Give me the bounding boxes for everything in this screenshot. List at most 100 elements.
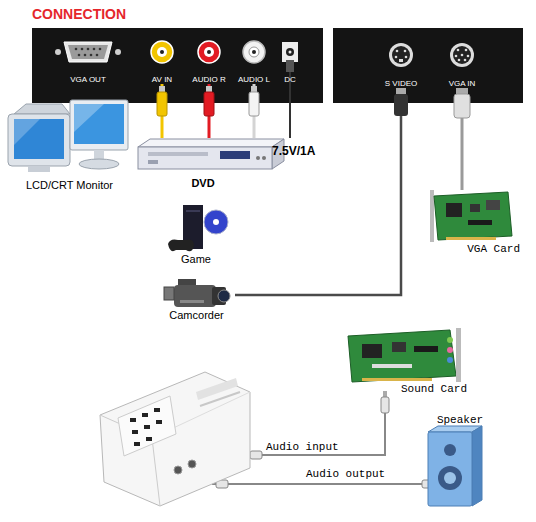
dc-power-cable xyxy=(286,60,294,138)
vga-plug xyxy=(456,88,468,94)
vga-converter-box xyxy=(174,466,182,474)
rca-plug xyxy=(157,92,167,116)
vga-port xyxy=(55,42,121,62)
audio-input-cable xyxy=(381,397,389,413)
audio-input-cable xyxy=(383,391,387,397)
node-label: VGA IN xyxy=(432,79,492,88)
dc-jack xyxy=(282,42,298,62)
port-label-box: VGA OUT xyxy=(58,38,118,84)
node-label: LCD/CRT Monitor xyxy=(2,179,137,192)
dvd-player xyxy=(220,151,250,159)
vga-in-port xyxy=(458,59,461,62)
sound-card xyxy=(392,342,406,352)
speaker xyxy=(428,432,472,506)
device-box: Game xyxy=(160,200,232,266)
cable-connector xyxy=(235,88,401,295)
sound-card xyxy=(372,364,412,368)
rca-jack xyxy=(204,47,214,57)
sound-card xyxy=(447,357,453,363)
vga-card xyxy=(446,237,496,240)
node-label: DVD xyxy=(130,177,276,190)
sound-card xyxy=(362,378,432,381)
speaker xyxy=(444,472,456,484)
lcd-monitor xyxy=(74,104,104,132)
rca-plug xyxy=(206,86,212,92)
rca-jack xyxy=(252,50,256,54)
vga-port xyxy=(81,48,84,51)
node-label: AUDIO R xyxy=(186,75,232,84)
sound-card xyxy=(362,344,382,358)
vga-converter-box xyxy=(118,396,176,456)
dc-jack xyxy=(289,51,292,54)
device-box: Camcorder xyxy=(158,276,235,322)
sound-card xyxy=(414,346,438,352)
node-label: Speaker xyxy=(420,414,500,427)
crt-monitor xyxy=(8,114,70,166)
dvd-player xyxy=(262,156,266,160)
vga-port xyxy=(64,42,112,62)
sound-card xyxy=(348,328,461,382)
crt-monitor xyxy=(28,166,50,172)
vga-card xyxy=(430,190,434,242)
dvd-player xyxy=(148,160,158,164)
dvd-player xyxy=(256,156,260,160)
game-console xyxy=(168,240,194,252)
audio-input-cable xyxy=(250,413,385,455)
vga-plug xyxy=(454,88,470,118)
node-label: Game xyxy=(160,253,232,266)
vga-converter-box xyxy=(146,437,152,441)
vga-converter-box xyxy=(132,430,138,434)
dc-power-cable xyxy=(289,72,291,138)
svideo-port xyxy=(389,43,413,67)
vga-card xyxy=(446,203,462,217)
vga-converter-box xyxy=(154,408,160,412)
lcd-monitor xyxy=(74,104,124,144)
vga-in-port xyxy=(453,46,471,64)
device-box: Speaker xyxy=(420,414,500,508)
vga-converter-box xyxy=(130,418,136,422)
lcd-monitor xyxy=(70,100,128,169)
vga-port xyxy=(55,49,61,55)
rca-jack xyxy=(207,50,211,54)
dvd-player xyxy=(138,139,284,169)
vga-port xyxy=(99,48,102,51)
vga-converter-box xyxy=(134,442,140,446)
node-label: VGA Card xyxy=(430,243,520,256)
port-label-box: AV IN xyxy=(142,38,182,84)
vga-card xyxy=(486,200,500,210)
vga-port xyxy=(78,54,81,57)
crt-monitor xyxy=(14,119,40,145)
port-label-box: AUDIO L xyxy=(231,38,277,84)
game-console xyxy=(168,205,228,251)
vga-in-port xyxy=(461,54,464,57)
rca-jack xyxy=(198,41,220,63)
svideo-plug xyxy=(394,88,408,116)
vga-converter-box xyxy=(196,378,238,400)
svideo-port xyxy=(395,56,398,59)
camcorder xyxy=(164,287,174,300)
svideo-port xyxy=(396,50,399,53)
camcorder xyxy=(218,290,230,302)
sound-card xyxy=(447,347,453,353)
port-label-box: VGA IN xyxy=(432,40,492,88)
sound-card xyxy=(447,337,453,343)
port-panel xyxy=(32,28,523,103)
vga-in-port xyxy=(457,49,460,52)
rca-jack xyxy=(151,41,265,63)
vga-converter-box xyxy=(156,420,162,424)
node-label: AUDIO L xyxy=(231,75,277,84)
sound-card xyxy=(456,328,461,382)
vga-card xyxy=(468,220,492,225)
device-box: VGA Card xyxy=(430,190,520,256)
port-label-box: DC xyxy=(276,38,304,84)
port-panel xyxy=(32,28,323,103)
game-console xyxy=(186,210,200,212)
node-label: VGA OUT xyxy=(58,75,118,84)
vga-card xyxy=(430,190,512,242)
audio-input-cable xyxy=(250,391,389,459)
crt-monitor xyxy=(14,104,70,114)
svideo-port xyxy=(392,46,410,64)
